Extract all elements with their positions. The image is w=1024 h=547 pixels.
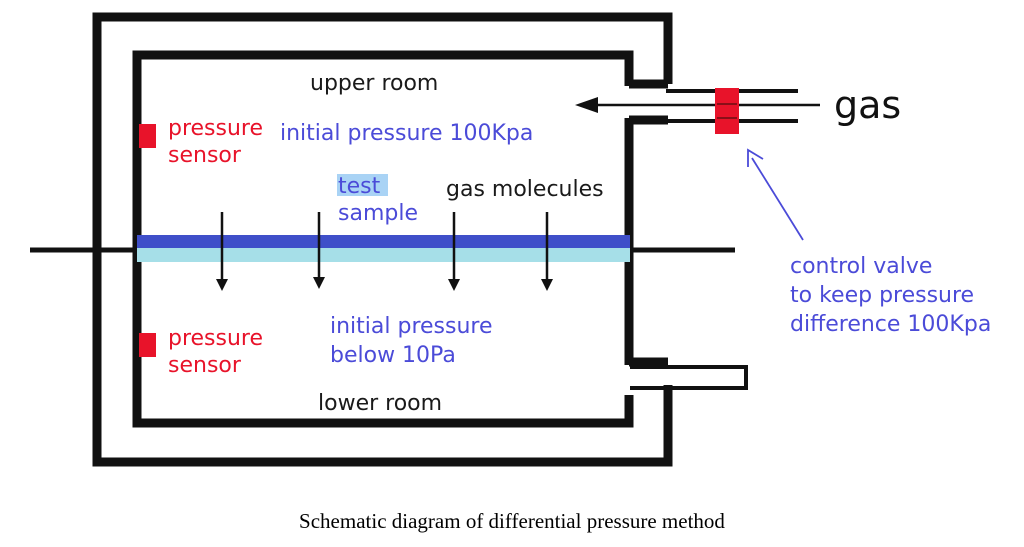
pressure-sensor-lower — [139, 333, 156, 357]
upper-room-label: upper room — [310, 71, 438, 96]
test-sample-bottom-layer — [137, 248, 630, 262]
lower-pressure-sensor-label-line-2: sensor — [168, 353, 242, 378]
permeation-arrow — [313, 212, 325, 289]
inner-chamber-wall — [132, 50, 634, 247]
permeation-arrow — [448, 212, 460, 291]
permeation-arrow — [541, 212, 553, 291]
outlet-pipe — [630, 365, 748, 390]
test-sample-top-layer — [137, 235, 630, 248]
gas-molecules-label: gas molecules — [446, 177, 604, 202]
lower-initial-pressure-label-line-1: initial pressure — [330, 314, 493, 339]
control-valve-label-line-2: to keep pressure — [790, 283, 974, 308]
valve-callout-arrowhead — [747, 148, 764, 167]
gas-label: gas — [834, 83, 901, 127]
figure-caption: Schematic diagram of differential pressu… — [299, 509, 725, 533]
upper-pressure-sensor-label-line-1: pressure — [168, 116, 263, 141]
gas-flow-arrowhead — [575, 97, 598, 113]
test-label-highlight — [337, 174, 388, 196]
lower-pressure-sensor-label-line-1: pressure — [168, 326, 263, 351]
test-sample-label-line-1: test — [338, 174, 381, 199]
control-valve-label-line-3: difference 100Kpa — [790, 312, 991, 337]
test-sample-label-line-2: sample — [338, 201, 418, 226]
upper-pressure-sensor-label-line-2: sensor — [168, 143, 242, 168]
lower-room-label: lower room — [318, 391, 442, 416]
control-valve — [715, 88, 739, 134]
pressure-sensor-upper — [139, 124, 156, 148]
lower-initial-pressure-label-line-2: below 10Pa — [330, 343, 456, 368]
permeation-arrow — [216, 212, 228, 291]
inner-chamber-wall-lower — [132, 247, 634, 428]
control-valve-label-line-1: control valve — [790, 254, 932, 279]
upper-initial-pressure-label: initial pressure 100Kpa — [280, 121, 533, 146]
valve-callout-arrow — [751, 157, 804, 241]
outer-chamber-wall — [92, 12, 673, 467]
